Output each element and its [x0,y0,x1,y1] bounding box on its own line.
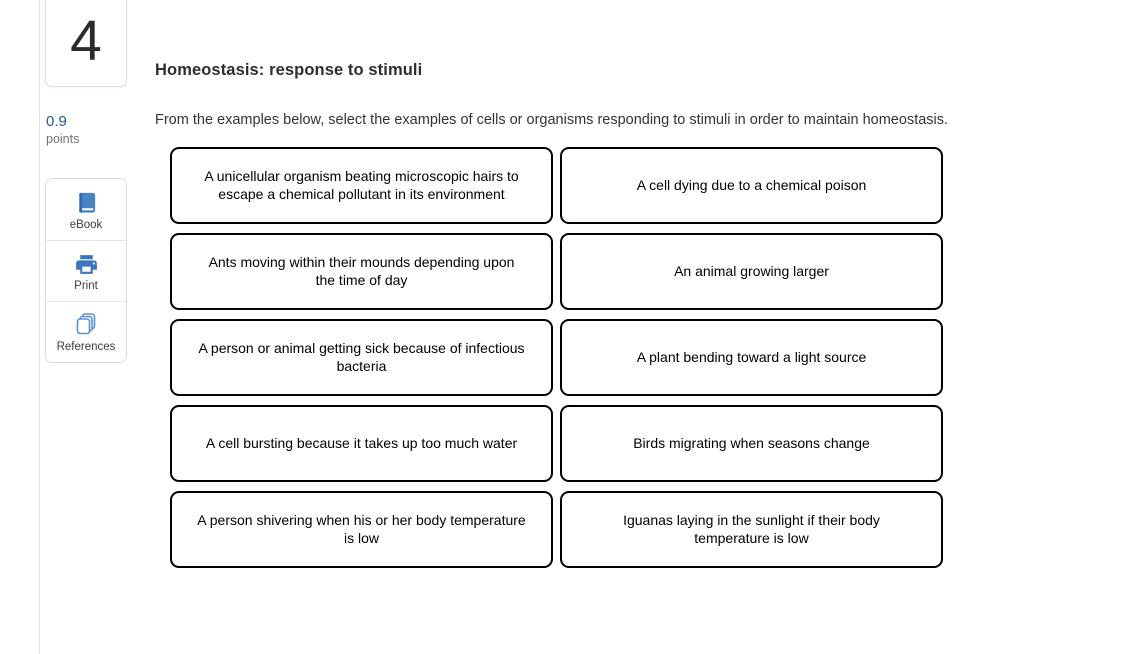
print-icon [74,250,99,277]
references-icon [73,311,99,338]
option-box[interactable]: A unicellular organism beating microscop… [170,147,553,224]
option-box[interactable]: A cell bursting because it takes up too … [170,405,553,482]
option-text: A person shivering when his or her body … [197,511,526,546]
points-value: 0.9 [46,113,67,130]
ebook-label: eBook [69,218,103,231]
option-box[interactable]: A cell dying due to a chemical poison [560,147,943,224]
option-text: A plant bending toward a light source [636,348,867,365]
options-grid: A unicellular organism beating microscop… [170,147,943,568]
question-number: 4 [70,9,102,73]
print-button[interactable]: Print [46,240,126,301]
option-box[interactable]: A person shivering when his or her body … [170,491,553,568]
ebook-button[interactable]: eBook [46,179,126,240]
option-box[interactable]: Ants moving within their mounds dependin… [170,233,553,310]
references-button[interactable]: References [46,301,126,362]
points-label: points [46,131,80,146]
option-text: Ants moving within their mounds dependin… [208,253,515,288]
option-text: A person or animal getting sick because … [198,339,525,374]
print-label: Print [74,280,98,292]
page-title: Homeostasis: response to stimuli [155,61,423,79]
option-text: A cell dying due to a chemical poison [636,176,867,193]
option-text: A unicellular organism beating microscop… [204,167,519,202]
ebook-icon [74,189,99,216]
left-rail-divider [39,0,40,654]
option-box[interactable]: A plant bending toward a light source [560,319,943,396]
option-box[interactable]: Iguanas laying in the sunlight if their … [560,491,943,568]
option-box[interactable]: Birds migrating when seasons change [560,405,943,482]
instructions-text: From the examples below, select the exam… [155,112,949,128]
option-box[interactable]: An animal growing larger [560,233,943,310]
points-display: 0.9 points [46,113,79,147]
option-text: An animal growing larger [674,262,829,279]
tools-panel: eBook Print References [45,178,127,363]
question-number-box: 4 [45,0,127,87]
option-text: A cell bursting because it takes up too … [205,434,518,451]
option-text: Birds migrating when seasons change [633,434,870,451]
references-label: References [56,341,116,353]
option-text: Iguanas laying in the sunlight if their … [623,511,880,546]
option-box[interactable]: A person or animal getting sick because … [170,319,553,396]
